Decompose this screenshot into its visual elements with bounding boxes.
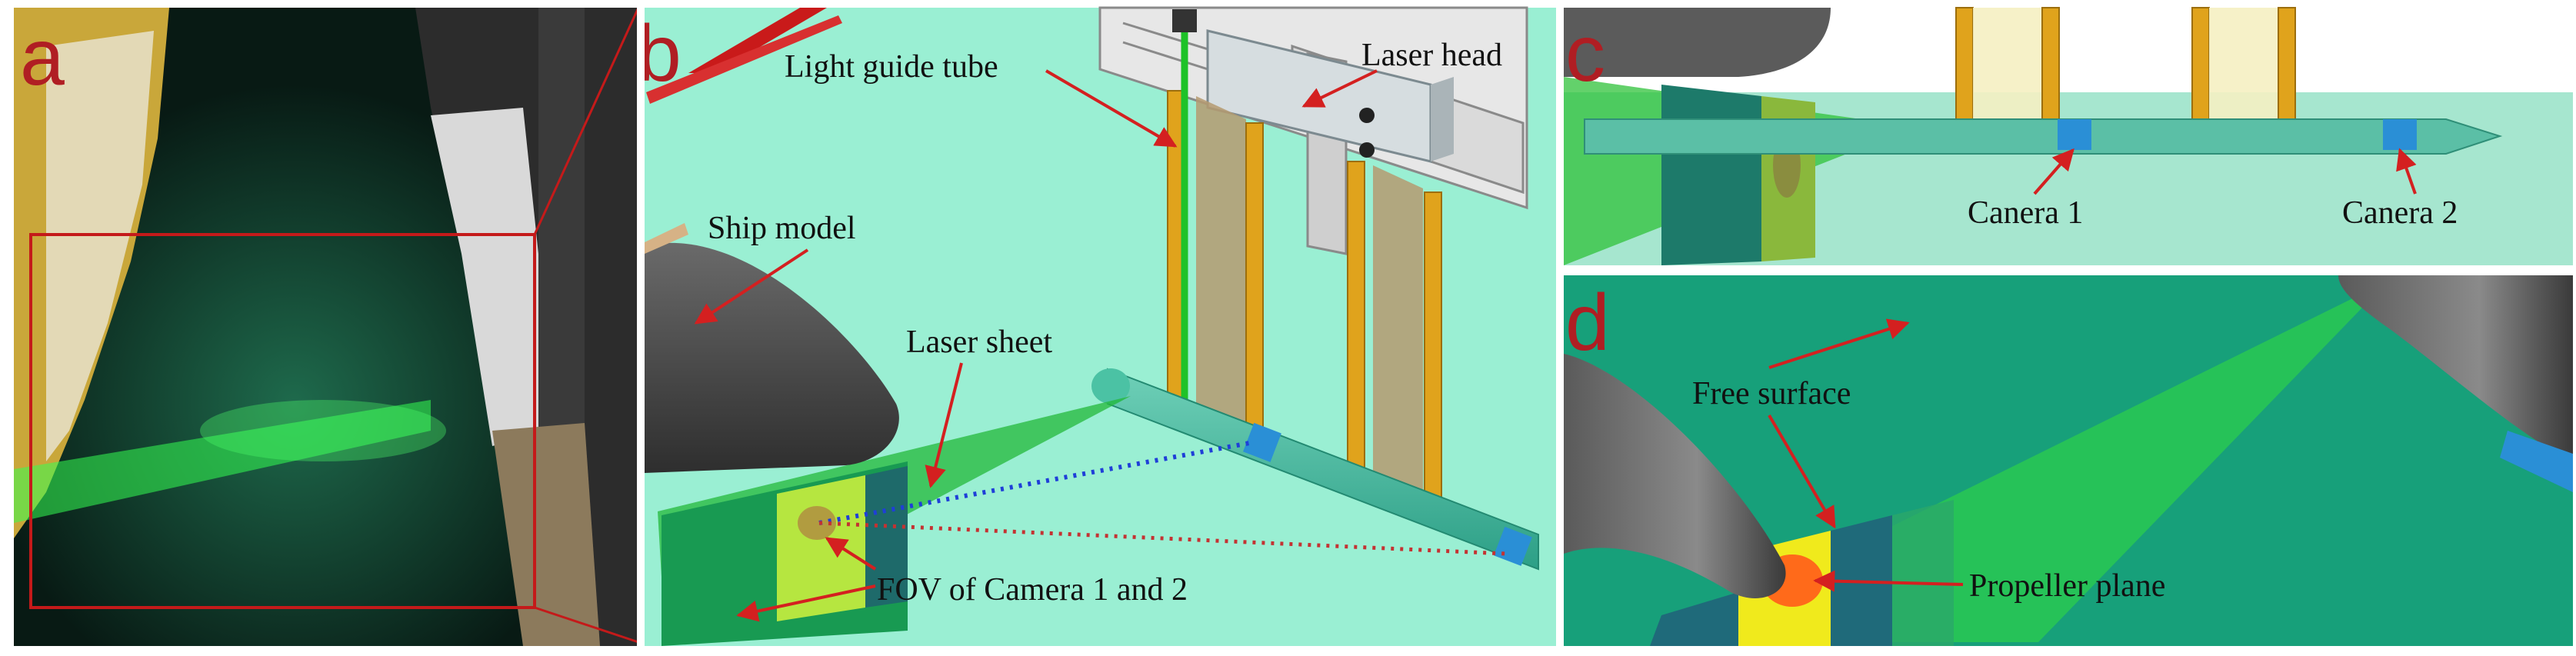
panel-a-laser-beam xyxy=(14,400,431,523)
panel-c-camera-2 xyxy=(2383,119,2417,150)
panel-c-letter: c xyxy=(1565,9,1605,98)
panel-d-hull-right xyxy=(2338,275,2573,461)
panel-d: Free surface Propeller plane d xyxy=(1564,275,2573,646)
panel-c-label-camera-1: Canera 1 xyxy=(1968,195,2083,231)
panel-b-camera-2 xyxy=(1494,526,1532,566)
panel-c-label-camera-2: Canera 2 xyxy=(2342,195,2458,231)
panel-b: Light guide tube Laser head Ship model L… xyxy=(637,6,1556,646)
panel-b-camera-1 xyxy=(1243,422,1281,462)
panel-b-label-fov: FOV of Camera 1 and 2 xyxy=(877,572,1188,608)
panel-c: Canera 1 Canera 2 c xyxy=(1564,7,2573,265)
panel-b-ship-model xyxy=(645,242,899,473)
panel-b-fov xyxy=(777,475,865,621)
panel-c-tube xyxy=(1584,118,2503,155)
panel-d-label-free-surface: Free surface xyxy=(1692,376,1851,411)
panel-b-label-laser-sheet: Laser sheet xyxy=(906,325,1052,360)
panel-d-letter: d xyxy=(1565,278,1610,368)
panel-c-post-2 xyxy=(2191,7,2210,135)
panel-b-label-laser-head: Laser head xyxy=(1361,38,1502,73)
panel-a: a xyxy=(14,7,640,646)
panel-b-label-ship-model: Ship model xyxy=(708,211,856,246)
panel-d-label-propeller-plane: Propeller plane xyxy=(1969,568,2165,604)
panel-c-post-1 xyxy=(1955,7,1974,135)
panel-a-letter: a xyxy=(20,13,65,102)
panel-a-zoom-box xyxy=(29,233,536,609)
panel-b-label-light-guide-tube: Light guide tube xyxy=(785,49,998,85)
panel-b-sightline-camera-2 xyxy=(818,521,1507,556)
panel-d-hull-left xyxy=(1564,354,1786,598)
panel-b-plate-1 xyxy=(1196,96,1246,431)
panel-b-plate-2 xyxy=(1373,165,1423,496)
panel-c-hull xyxy=(1564,8,1831,77)
panel-c-camera-1 xyxy=(2058,119,2091,150)
